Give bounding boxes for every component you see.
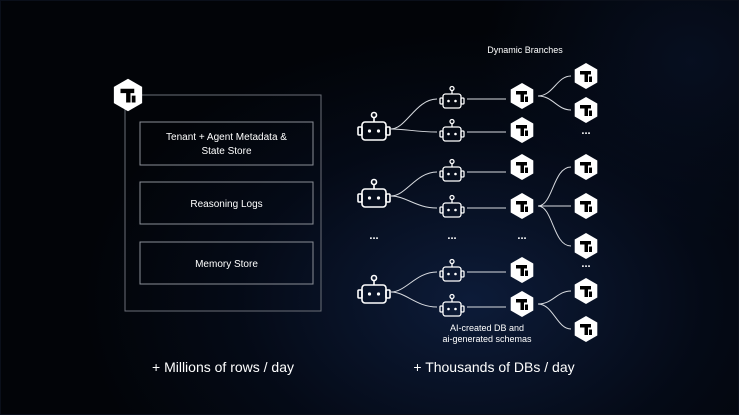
metadata-store-box <box>139 121 314 166</box>
robot-agent-icon <box>439 293 465 317</box>
tiger-db-icon <box>574 316 598 342</box>
ellipsis: ... <box>581 125 590 137</box>
connector-lines <box>390 75 572 330</box>
tiger-db-icon <box>574 233 598 259</box>
tiger-db-icon <box>510 83 534 109</box>
ellipsis: ... <box>369 230 378 242</box>
tiger-db-icon <box>574 154 598 180</box>
dynamic-branches-label: Dynamic Branches <box>487 45 563 55</box>
tiger-db-icon <box>574 97 598 123</box>
metadata-store-label-line2: State Store <box>201 146 251 157</box>
tiger-db-icon <box>510 291 534 317</box>
tiger-db-icon <box>574 278 598 304</box>
memory-store-box <box>139 241 314 285</box>
ellipsis: ... <box>581 258 590 270</box>
tiger-db-icon <box>510 193 534 219</box>
ai-created-label-line1: AI-created DB and <box>450 323 524 333</box>
robot-agent-icon <box>439 258 465 282</box>
reasoning-logs-box <box>139 181 314 225</box>
robot-agent-icon <box>357 111 391 141</box>
tiger-db-icon <box>510 257 534 283</box>
metadata-store-label-line1: Tenant + Agent Metadata & <box>166 132 287 143</box>
tiger-db-icon <box>574 63 598 89</box>
robot-agent-icon <box>357 178 391 208</box>
robot-agent-icon <box>439 85 465 109</box>
footer-left-caption: + Millions of rows / day <box>152 359 294 375</box>
tiger-db-icon <box>574 193 598 219</box>
robot-agent-icon <box>439 118 465 142</box>
ai-created-label-line2: ai-generated schemas <box>442 334 532 344</box>
tiger-db-icon <box>510 154 534 180</box>
robot-agent-icon <box>439 158 465 182</box>
storage-container <box>124 94 322 312</box>
footer-right-caption: + Thousands of DBs / day <box>413 359 574 375</box>
ellipsis: ... <box>447 230 456 242</box>
memory-store-label: Memory Store <box>195 259 258 270</box>
robot-agent-icon <box>357 274 391 304</box>
ellipsis: ... <box>517 230 526 242</box>
timescale-logo-icon <box>113 78 143 112</box>
robot-agent-icon <box>439 194 465 218</box>
reasoning-logs-label: Reasoning Logs <box>190 199 262 210</box>
tiger-db-icon <box>510 117 534 143</box>
